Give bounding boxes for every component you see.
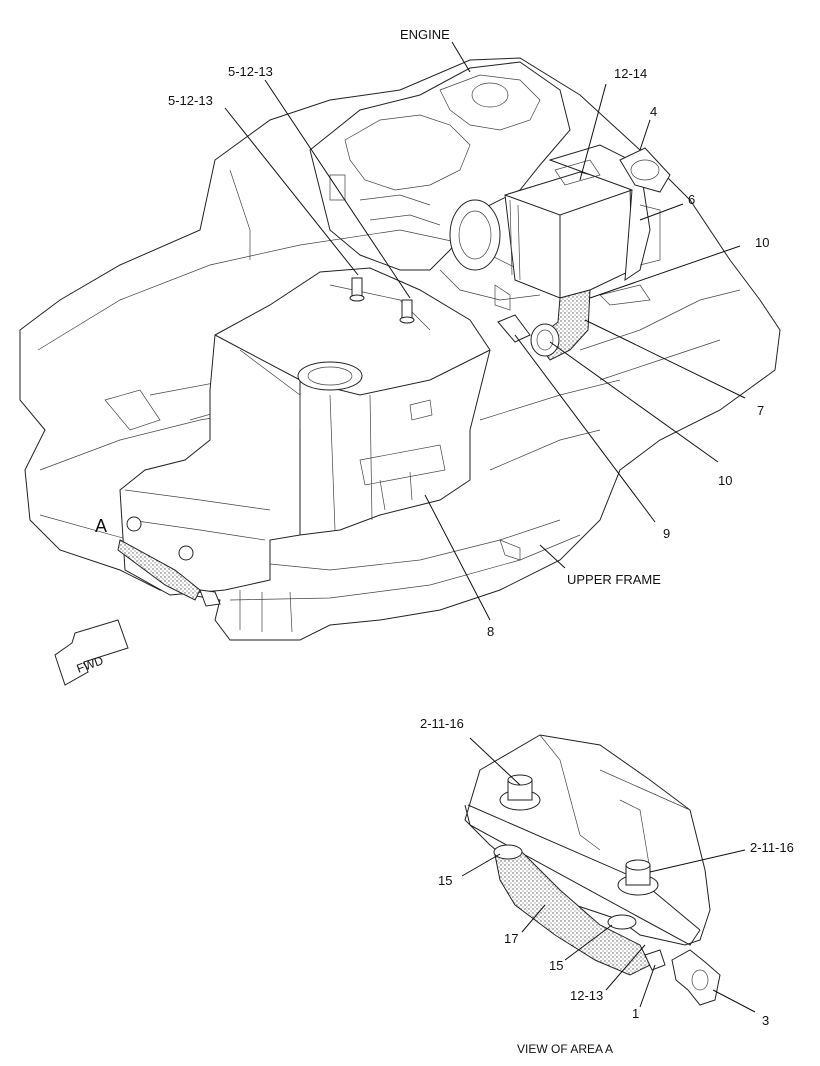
callout-15-upper: 15 <box>438 873 452 888</box>
callout-8: 8 <box>487 624 494 639</box>
fuel-tank-drawing <box>119 267 491 596</box>
callout-12-13: 12-13 <box>570 988 603 1003</box>
callout-1: 1 <box>632 1006 639 1021</box>
reservoir-tank-drawing <box>504 144 671 306</box>
callout-12-14: 12-14 <box>614 66 647 81</box>
callout-7: 7 <box>757 403 764 418</box>
fwd-arrow: FWD <box>54 619 129 686</box>
area-a-drain-drawing <box>117 516 221 607</box>
area-a-marker: A <box>95 516 107 536</box>
callout-5-12-13-lower: 5-12-13 <box>168 93 213 108</box>
mounting-bolts-drawing <box>349 277 415 324</box>
upper-frame-drawing <box>19 57 781 641</box>
callout-5-12-13-upper: 5-12-13 <box>228 64 273 79</box>
callout-4: 4 <box>650 104 657 119</box>
callout-2-11-16-right: 2-11-16 <box>750 840 794 855</box>
upper-frame-label: UPPER FRAME <box>567 572 661 587</box>
callout-10-upper: 10 <box>755 235 769 250</box>
callout-9: 9 <box>663 526 670 541</box>
engine-label: ENGINE <box>400 27 450 42</box>
callout-3: 3 <box>762 1013 769 1028</box>
callout-15-lower: 15 <box>549 958 563 973</box>
callout-6: 6 <box>688 192 695 207</box>
callout-10-lower: 10 <box>718 473 732 488</box>
fwd-label: FWD <box>75 653 106 676</box>
callout-2-11-16-upper: 2-11-16 <box>420 716 464 731</box>
hose-and-clamps-drawing <box>497 289 591 361</box>
detail-view-drawing <box>464 734 721 1006</box>
leader-lines <box>224 41 756 1013</box>
view-caption: VIEW OF AREA A <box>517 1042 613 1056</box>
labels: ENGINE 5-12-13 5-12-13 12-14 4 6 10 7 10… <box>95 27 794 1056</box>
callout-17: 17 <box>504 931 518 946</box>
